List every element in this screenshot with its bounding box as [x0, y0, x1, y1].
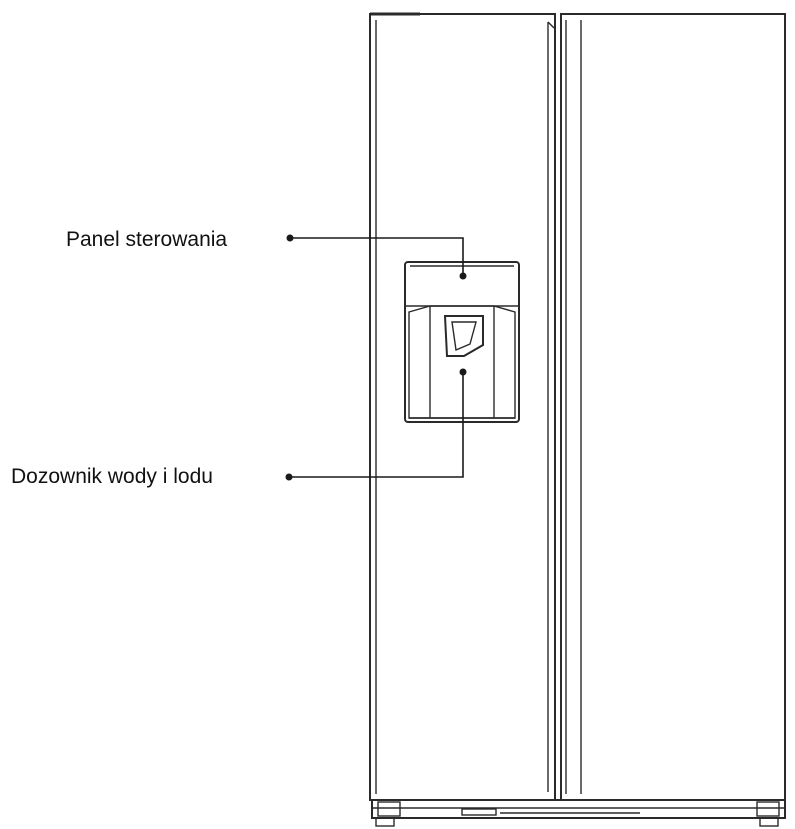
dispenser-label: Dozownik wody i lodu [11, 465, 213, 488]
control-panel-label: Panel sterowania [66, 228, 228, 251]
right-door [560, 13, 786, 801]
dispenser-unit [404, 261, 520, 423]
control-panel-leader [286, 234, 467, 280]
base-plinth [371, 799, 786, 827]
dispenser-leader [285, 368, 467, 481]
